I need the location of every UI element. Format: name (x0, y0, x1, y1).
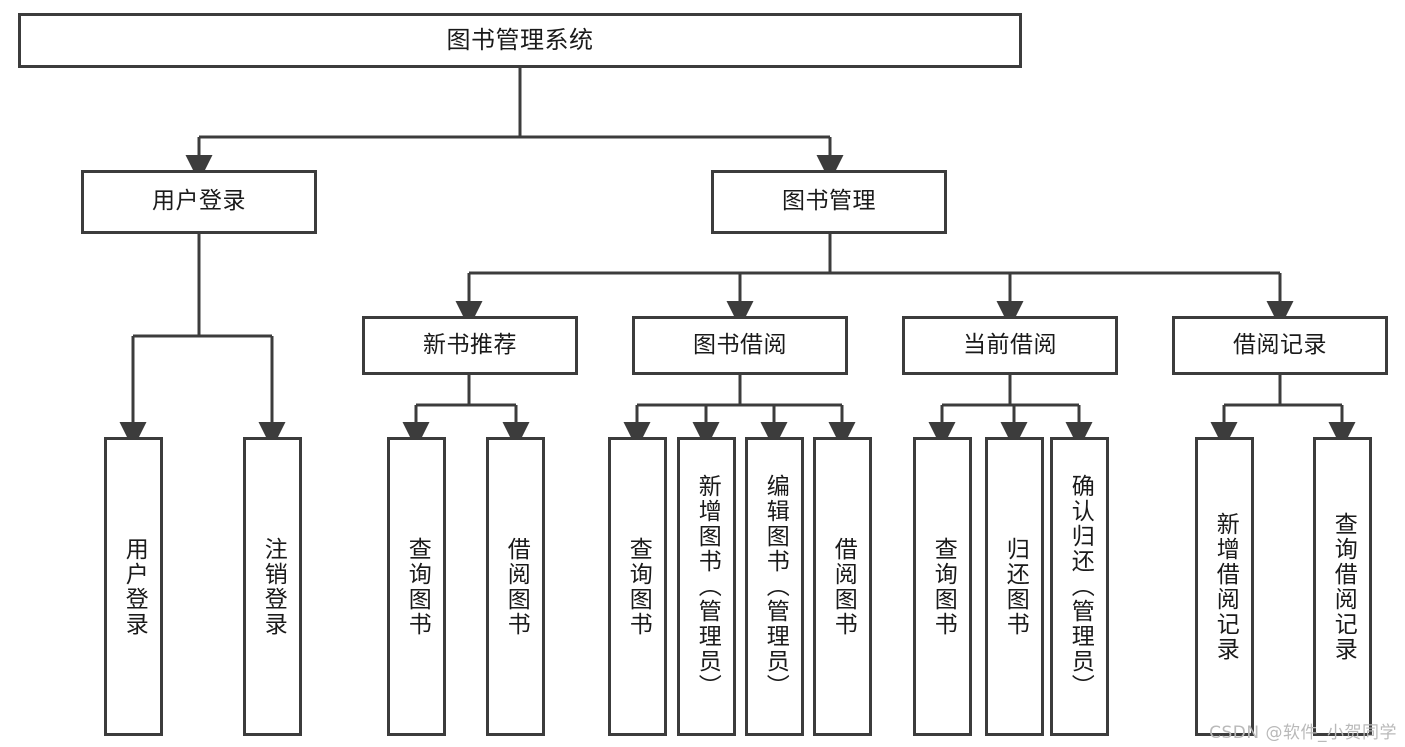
node-leaf-borrow-book-2[interactable]: 借阅图书 (813, 437, 872, 736)
node-leaf-user-login-label: 用户登录 (121, 536, 148, 637)
node-leaf-confirm-return[interactable]: 确认归还（管理员） (1050, 437, 1109, 736)
node-leaf-borrow-book-2-label: 借阅图书 (830, 536, 857, 637)
node-root-label: 图书管理系统 (446, 26, 594, 55)
node-new-book-recommend-label: 新书推荐 (423, 331, 517, 358)
node-user-login[interactable]: 用户登录 (81, 170, 317, 234)
node-leaf-query-book-2-label: 查询图书 (625, 536, 652, 637)
node-leaf-add-record-label: 新增借阅记录 (1212, 511, 1239, 662)
node-user-login-label: 用户登录 (152, 188, 246, 215)
node-leaf-logout-label: 注销登录 (260, 536, 287, 637)
node-leaf-query-record-label: 查询借阅记录 (1330, 511, 1357, 662)
node-leaf-query-book-1-label: 查询图书 (404, 536, 431, 637)
node-leaf-add-book[interactable]: 新增图书（管理员） (677, 437, 736, 736)
node-leaf-query-book-2[interactable]: 查询图书 (608, 437, 667, 736)
node-current-borrow-label: 当前借阅 (963, 331, 1057, 358)
node-leaf-borrow-book-1[interactable]: 借阅图书 (486, 437, 545, 736)
node-book-manage[interactable]: 图书管理 (711, 170, 947, 234)
node-leaf-edit-book[interactable]: 编辑图书（管理员） (745, 437, 804, 736)
node-leaf-logout[interactable]: 注销登录 (243, 437, 302, 736)
node-leaf-confirm-return-label: 确认归还（管理员） (1067, 474, 1094, 699)
node-borrow-record[interactable]: 借阅记录 (1172, 316, 1388, 375)
node-leaf-edit-book-label: 编辑图书（管理员） (762, 474, 789, 699)
node-leaf-query-book-1[interactable]: 查询图书 (387, 437, 446, 736)
node-leaf-query-book-3-label: 查询图书 (930, 536, 957, 637)
node-borrow-record-label: 借阅记录 (1233, 331, 1327, 358)
node-leaf-return-book[interactable]: 归还图书 (985, 437, 1044, 736)
node-leaf-borrow-book-1-label: 借阅图书 (503, 536, 530, 637)
node-leaf-add-book-label: 新增图书（管理员） (694, 474, 721, 699)
node-leaf-query-book-3[interactable]: 查询图书 (913, 437, 972, 736)
node-leaf-user-login[interactable]: 用户登录 (104, 437, 163, 736)
node-new-book-recommend[interactable]: 新书推荐 (362, 316, 578, 375)
watermark: CSDN @软件_小贺同学 (1209, 723, 1397, 743)
node-current-borrow[interactable]: 当前借阅 (902, 316, 1118, 375)
node-book-borrow-label: 图书借阅 (693, 331, 787, 358)
node-root[interactable]: 图书管理系统 (18, 13, 1022, 68)
node-leaf-add-record[interactable]: 新增借阅记录 (1195, 437, 1254, 736)
node-leaf-return-book-label: 归还图书 (1002, 536, 1029, 637)
node-leaf-query-record[interactable]: 查询借阅记录 (1313, 437, 1372, 736)
node-book-borrow[interactable]: 图书借阅 (632, 316, 848, 375)
node-book-manage-label: 图书管理 (782, 188, 876, 215)
